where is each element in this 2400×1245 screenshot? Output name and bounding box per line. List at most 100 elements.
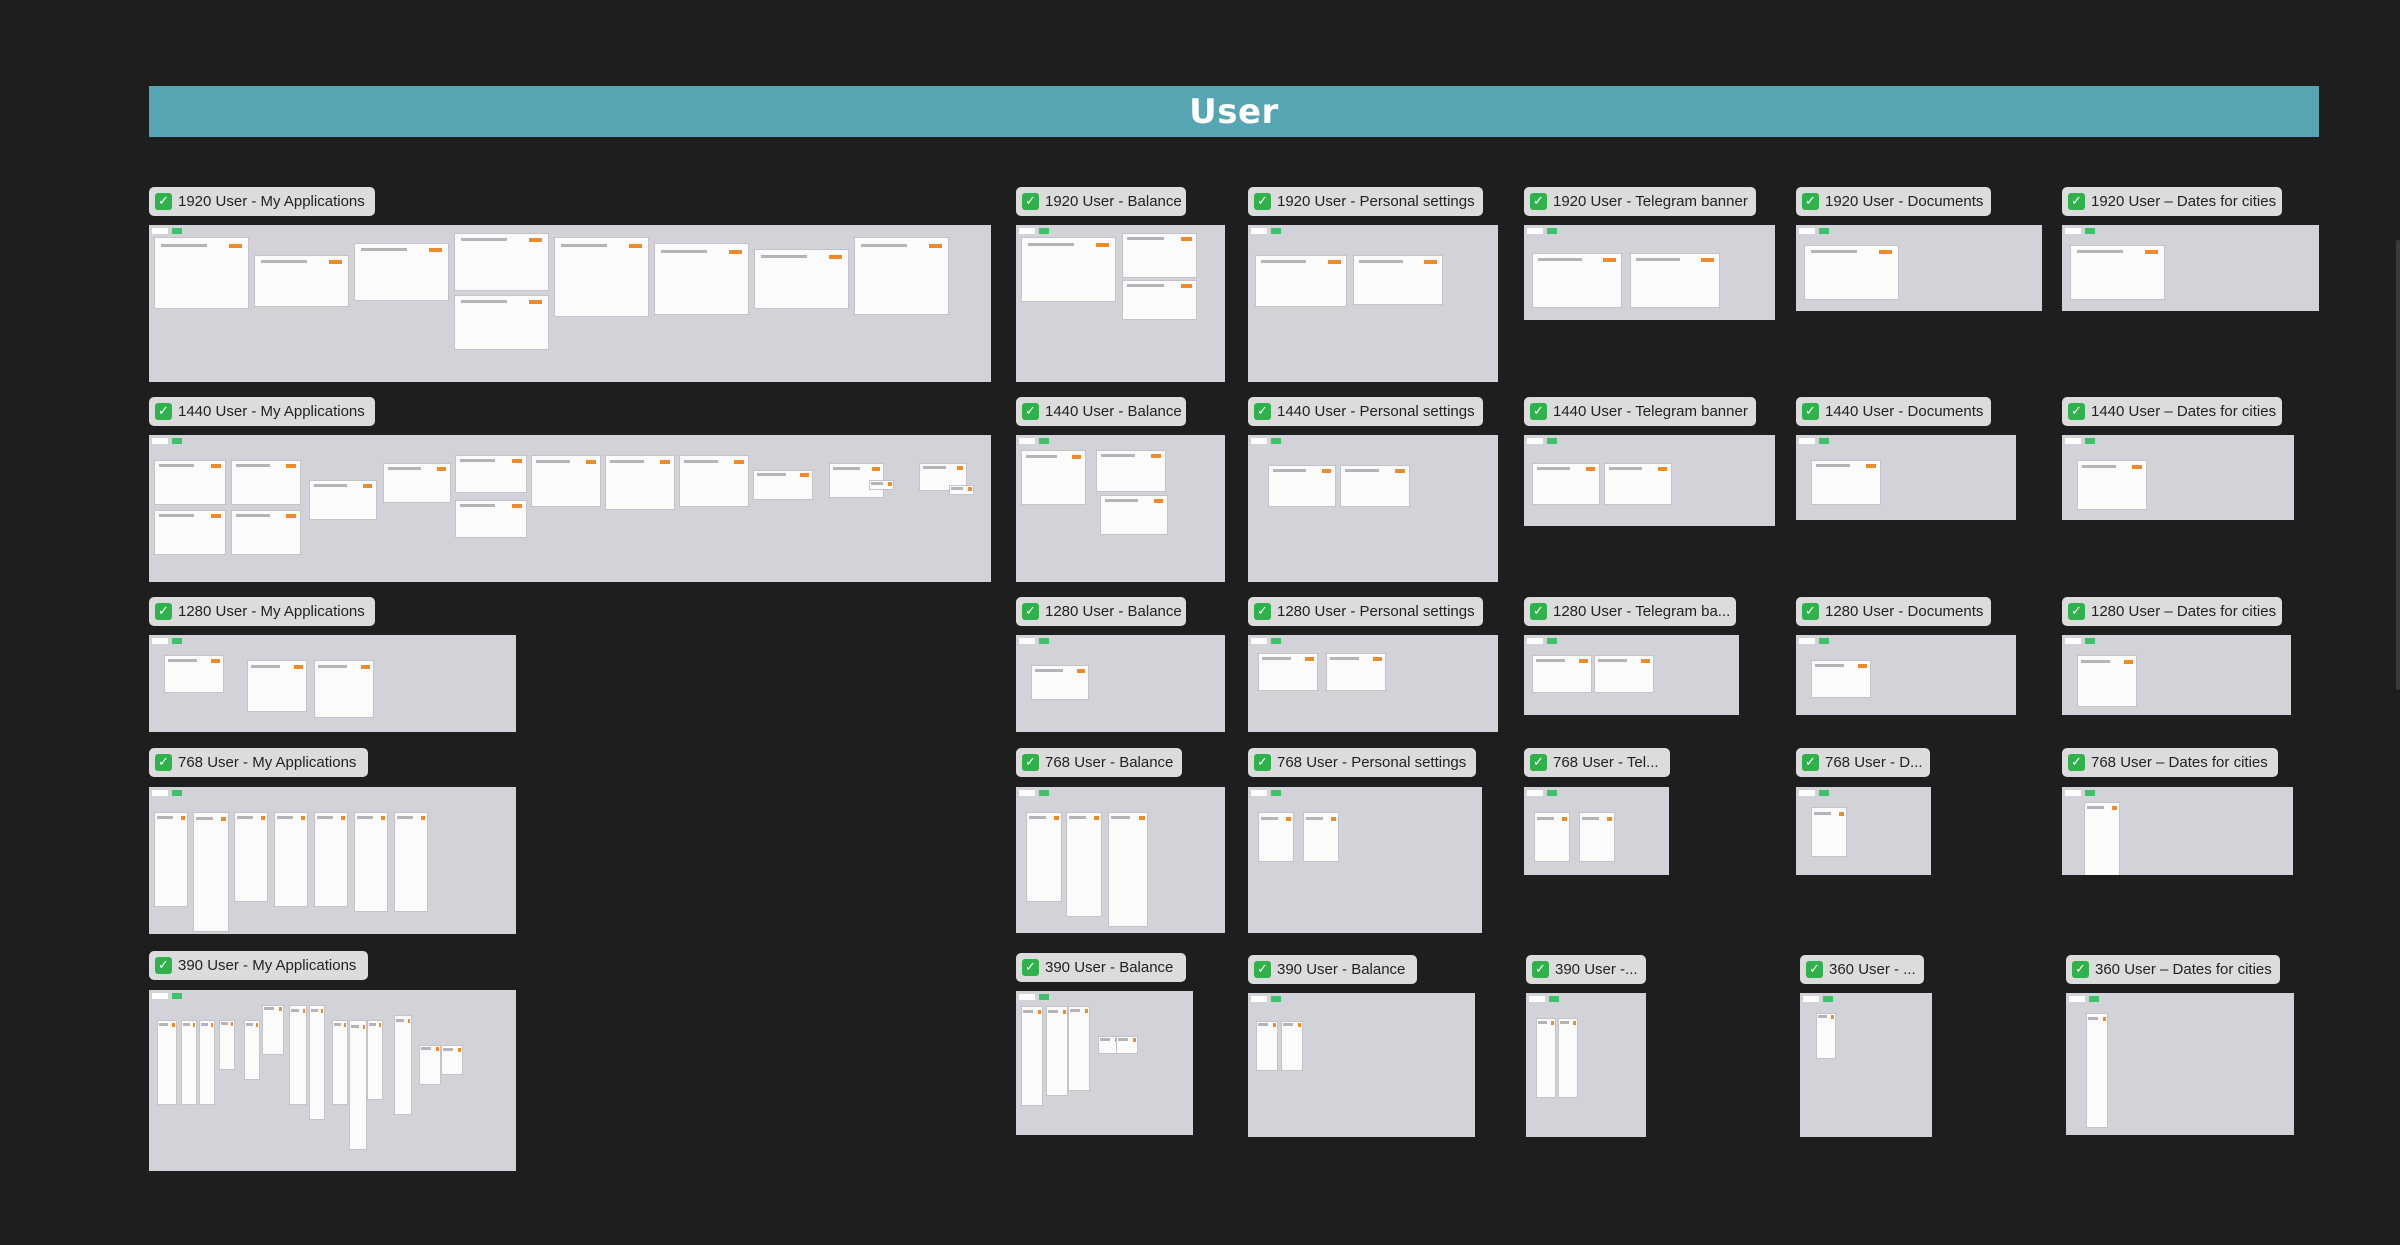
frame-1280-user-telegram-ba[interactable] <box>1524 635 1739 715</box>
frame-360-user-dates-for-cities[interactable] <box>2066 993 2294 1135</box>
frame-label-768-user-my-applications[interactable]: ✓768 User - My Applications <box>149 748 368 777</box>
screen-thumbnail[interactable] <box>1021 1006 1043 1106</box>
screen-thumbnail[interactable] <box>605 455 675 510</box>
screen-thumbnail[interactable] <box>1108 812 1148 927</box>
screen-thumbnail[interactable] <box>354 243 449 301</box>
screen-thumbnail[interactable] <box>289 1005 307 1105</box>
screen-thumbnail[interactable] <box>157 1020 177 1105</box>
screen-thumbnail[interactable] <box>1558 1018 1578 1098</box>
screen-thumbnail[interactable] <box>441 1045 463 1075</box>
screen-thumbnail[interactable] <box>394 812 428 912</box>
frame-390-user-balance[interactable] <box>1016 991 1193 1135</box>
screen-thumbnail[interactable] <box>854 237 949 315</box>
frame-label-1440-user-personal-settings[interactable]: ✓1440 User - Personal settings <box>1248 397 1483 426</box>
frame-1920-user-telegram-banner[interactable] <box>1524 225 1775 320</box>
frame-1280-user-documents[interactable] <box>1796 635 2016 715</box>
frame-label-1280-user-telegram-ba[interactable]: ✓1280 User - Telegram ba... <box>1524 597 1736 626</box>
frame-768-user-personal-settings[interactable] <box>1248 787 1482 933</box>
screen-thumbnail[interactable] <box>383 463 451 503</box>
screen-thumbnail[interactable] <box>679 455 749 507</box>
screen-thumbnail[interactable] <box>1579 812 1615 862</box>
frame-390-user-balance[interactable] <box>1248 993 1475 1137</box>
frame-1920-user-balance[interactable] <box>1016 225 1225 382</box>
frame-label-1440-user-dates-for-cities[interactable]: ✓1440 User – Dates for cities <box>2062 397 2282 426</box>
frame-label-1280-user-documents[interactable]: ✓1280 User - Documents <box>1796 597 1991 626</box>
screen-thumbnail[interactable] <box>181 1020 197 1105</box>
screen-thumbnail[interactable] <box>1258 812 1294 862</box>
frame-390-user-my-applications[interactable] <box>149 990 516 1171</box>
frame-360-user[interactable] <box>1800 993 1932 1137</box>
screen-thumbnail[interactable] <box>154 812 188 907</box>
frame-label-1280-user-personal-settings[interactable]: ✓1280 User - Personal settings <box>1248 597 1483 626</box>
screen-thumbnail[interactable] <box>244 1020 260 1080</box>
screen-thumbnail[interactable] <box>2077 655 2137 707</box>
screen-thumbnail[interactable] <box>2084 802 2120 875</box>
frame-1440-user-my-applications[interactable] <box>149 435 991 582</box>
screen-thumbnail[interactable] <box>1255 255 1347 307</box>
screen-thumbnail[interactable] <box>454 233 549 291</box>
frame-label-768-user-personal-settings[interactable]: ✓768 User - Personal settings <box>1248 748 1476 777</box>
screen-thumbnail[interactable] <box>314 812 348 907</box>
frame-768-user-tel[interactable] <box>1524 787 1669 875</box>
screen-thumbnail[interactable] <box>531 455 601 507</box>
frame-label-390-user[interactable]: ✓390 User -... <box>1526 955 1646 984</box>
screen-thumbnail[interactable] <box>309 1005 325 1120</box>
screen-thumbnail[interactable] <box>869 480 894 490</box>
screen-thumbnail[interactable] <box>2077 460 2147 510</box>
screen-thumbnail[interactable] <box>247 660 307 712</box>
screen-thumbnail[interactable] <box>1340 465 1410 507</box>
screen-thumbnail[interactable] <box>454 295 549 350</box>
frame-1280-user-personal-settings[interactable] <box>1248 635 1498 732</box>
frame-label-1920-user-dates-for-cities[interactable]: ✓1920 User – Dates for cities <box>2062 187 2282 216</box>
screen-thumbnail[interactable] <box>1122 233 1197 278</box>
screen-thumbnail[interactable] <box>1026 812 1062 902</box>
frame-label-390-user-balance[interactable]: ✓390 User - Balance <box>1016 953 1186 982</box>
screen-thumbnail[interactable] <box>1816 1013 1836 1059</box>
frame-label-1920-user-documents[interactable]: ✓1920 User - Documents <box>1796 187 1991 216</box>
frame-label-390-user-balance[interactable]: ✓390 User - Balance <box>1248 955 1417 984</box>
screen-thumbnail[interactable] <box>231 510 301 555</box>
screen-thumbnail[interactable] <box>262 1005 284 1055</box>
frame-768-user-balance[interactable] <box>1016 787 1225 933</box>
screen-thumbnail[interactable] <box>1281 1021 1303 1071</box>
screen-thumbnail[interactable] <box>1116 1036 1138 1054</box>
screen-thumbnail[interactable] <box>154 460 226 505</box>
screen-thumbnail[interactable] <box>164 655 224 693</box>
screen-thumbnail[interactable] <box>754 249 849 309</box>
screen-thumbnail[interactable] <box>349 1020 367 1150</box>
frame-768-user-d[interactable] <box>1796 787 1931 875</box>
screen-thumbnail[interactable] <box>1326 653 1386 691</box>
screen-thumbnail[interactable] <box>1532 655 1592 693</box>
screen-thumbnail[interactable] <box>1100 495 1168 535</box>
screen-thumbnail[interactable] <box>1604 463 1672 505</box>
frame-label-1920-user-telegram-banner[interactable]: ✓1920 User - Telegram banner <box>1524 187 1756 216</box>
screen-thumbnail[interactable] <box>314 660 374 718</box>
frame-label-1440-user-documents[interactable]: ✓1440 User - Documents <box>1796 397 1991 426</box>
frame-1920-user-my-applications[interactable] <box>149 225 991 382</box>
frame-1440-user-dates-for-cities[interactable] <box>2062 435 2294 520</box>
frame-label-1920-user-balance[interactable]: ✓1920 User - Balance <box>1016 187 1186 216</box>
screen-thumbnail[interactable] <box>1122 280 1197 320</box>
screen-thumbnail[interactable] <box>1258 653 1318 691</box>
frame-label-1280-user-dates-for-cities[interactable]: ✓1280 User – Dates for cities <box>2062 597 2282 626</box>
frame-label-768-user-d[interactable]: ✓768 User - D... <box>1796 748 1930 777</box>
screen-thumbnail[interactable] <box>154 237 249 309</box>
frame-1920-user-dates-for-cities[interactable] <box>2062 225 2319 311</box>
frame-768-user-dates-for-cities[interactable] <box>2062 787 2293 875</box>
screen-thumbnail[interactable] <box>1066 812 1102 917</box>
frame-1280-user-my-applications[interactable] <box>149 635 516 732</box>
screen-thumbnail[interactable] <box>1021 237 1116 302</box>
screen-thumbnail[interactable] <box>554 237 649 317</box>
frame-label-768-user-balance[interactable]: ✓768 User - Balance <box>1016 748 1182 777</box>
screen-thumbnail[interactable] <box>199 1020 215 1105</box>
frame-1440-user-documents[interactable] <box>1796 435 2016 520</box>
frame-1920-user-documents[interactable] <box>1796 225 2042 311</box>
frame-label-1440-user-my-applications[interactable]: ✓1440 User - My Applications <box>149 397 375 426</box>
screen-thumbnail[interactable] <box>1268 465 1336 507</box>
screen-thumbnail[interactable] <box>455 500 527 538</box>
screen-thumbnail[interactable] <box>219 1020 235 1070</box>
screen-thumbnail[interactable] <box>1031 665 1089 700</box>
frame-1440-user-personal-settings[interactable] <box>1248 435 1498 582</box>
frame-label-768-user-tel[interactable]: ✓768 User - Tel... <box>1524 748 1670 777</box>
screen-thumbnail[interactable] <box>1256 1021 1278 1071</box>
